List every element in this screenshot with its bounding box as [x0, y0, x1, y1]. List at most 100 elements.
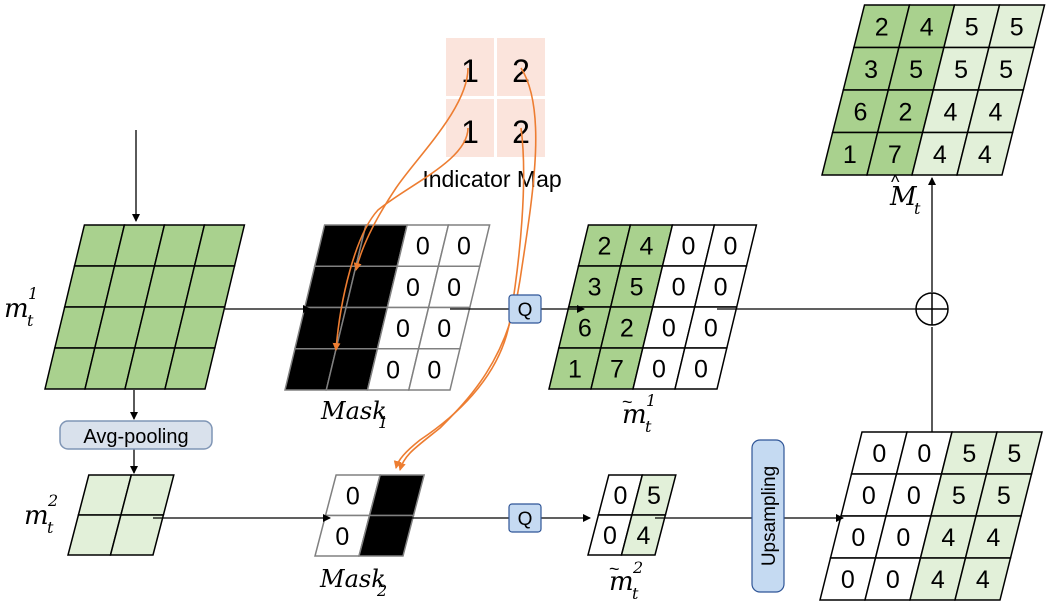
- label-mask2-sub: 2: [376, 581, 387, 600]
- grid-value: 1: [345, 356, 359, 384]
- grid-value: 0: [335, 523, 349, 551]
- grid-value: 7: [610, 356, 624, 384]
- grid-value: 0: [907, 482, 921, 510]
- indicator-value: 1: [461, 53, 479, 89]
- grid-value: 0: [681, 233, 695, 261]
- grid-value: 0: [416, 233, 430, 261]
- indicator-map: 1 2 1 2 Indicator Map: [422, 38, 562, 192]
- label-mask2: Mask 2: [319, 565, 387, 600]
- indicator-curve: [332, 127, 469, 351]
- grid-value: 0: [396, 315, 410, 343]
- grid-value: 0: [427, 356, 441, 384]
- grid-cell: [954, 557, 1012, 601]
- grid-value: 0: [447, 274, 461, 302]
- grid-value: 1: [304, 356, 318, 384]
- label-m1-sub: t: [27, 311, 34, 330]
- label-m2-base: m: [24, 501, 49, 531]
- grid-value: 1: [843, 141, 857, 169]
- grid-value: 4: [637, 522, 651, 550]
- grid-value: 0: [841, 566, 855, 594]
- grid-value: 0: [346, 482, 360, 510]
- grid-value: 5: [647, 482, 661, 510]
- quantize-button-bottom[interactable]: Q: [508, 503, 542, 533]
- indicator-map-title: Indicator Map: [422, 166, 561, 192]
- grid-value: 4: [639, 233, 653, 261]
- grid-value: 0: [603, 522, 617, 550]
- grid-value: 0: [672, 274, 686, 302]
- label-mhat-sub: t: [914, 199, 921, 218]
- grid-value: 5: [997, 482, 1011, 510]
- label-m2: m t 2: [24, 491, 58, 537]
- grid-value: 5: [999, 56, 1013, 84]
- quantize-label: Q: [518, 300, 533, 321]
- indicator-cell: [497, 38, 545, 96]
- grid-cell: [164, 347, 216, 390]
- avg-pooling-button[interactable]: Avg-pooling: [59, 420, 213, 450]
- grid-cell: [358, 514, 415, 557]
- grid-value: 0: [437, 315, 451, 343]
- grid-cell: [674, 347, 728, 390]
- grid-value: 1: [323, 274, 337, 302]
- grid-value: 5: [909, 56, 923, 84]
- avg-pooling-label: Avg-pooling: [83, 426, 188, 448]
- grid-value: 5: [954, 56, 968, 84]
- grid-value: 4: [941, 524, 955, 552]
- grid-cell: [407, 348, 461, 391]
- grid-value: 4: [933, 141, 947, 169]
- label-mt2: m ~ t 2: [609, 558, 643, 603]
- grid-value: 0: [872, 440, 886, 468]
- label-mhat: M ^ t: [889, 172, 921, 218]
- upsampling-button[interactable]: Upsampling: [751, 439, 785, 593]
- label-mt1-sub: t: [645, 417, 652, 436]
- indicator-curve: [393, 127, 525, 469]
- grid-value: 0: [386, 356, 400, 384]
- grid-cell: [620, 514, 667, 556]
- indicator-value: 2: [512, 53, 530, 89]
- grid-value: 6: [853, 98, 867, 126]
- grid-value: 3: [588, 274, 602, 302]
- grid-value: 4: [931, 566, 945, 594]
- grid-value: 2: [875, 13, 889, 41]
- grid-cell: [109, 514, 165, 556]
- grid-value: 5: [962, 440, 976, 468]
- label-mask1-sub: 1: [378, 413, 388, 432]
- tilde-mark: ~: [609, 559, 620, 579]
- elementwise-sum-icon: [915, 292, 949, 326]
- m2-grid: [67, 474, 175, 556]
- quantize-button-top[interactable]: Q: [508, 294, 542, 324]
- indicator-curve: [397, 67, 537, 471]
- m1-grid: [44, 224, 246, 390]
- upsampling-label: Upsampling: [759, 466, 780, 566]
- grid-value: 4: [986, 524, 1000, 552]
- grid-value: 5: [952, 482, 966, 510]
- hat-mark: ^: [891, 172, 900, 192]
- grid-cell: [956, 131, 1014, 176]
- indicator-value: 1: [461, 114, 479, 150]
- grid-value: 5: [1010, 13, 1024, 41]
- grid-value: 4: [943, 98, 957, 126]
- grid-value: 0: [457, 233, 471, 261]
- label-mask1-base: Mask: [320, 397, 387, 425]
- grid-value: 1: [355, 315, 369, 343]
- grid-value: 6: [578, 315, 592, 343]
- label-m1-base: m: [4, 294, 29, 324]
- grid-value: 0: [862, 482, 876, 510]
- grid-value: 1: [333, 233, 347, 261]
- grid-value: 0: [704, 315, 718, 343]
- grid-value: 5: [965, 13, 979, 41]
- tilde-mark: ~: [622, 392, 633, 412]
- grid-value: 2: [597, 233, 611, 261]
- indicator-cell: [446, 38, 494, 96]
- grid-value: 2: [620, 315, 634, 343]
- grid-value: 4: [978, 141, 992, 169]
- label-mhat-base: M: [889, 182, 918, 212]
- label-mt1-sup: 1: [646, 391, 656, 410]
- indicator-cell: [497, 99, 545, 157]
